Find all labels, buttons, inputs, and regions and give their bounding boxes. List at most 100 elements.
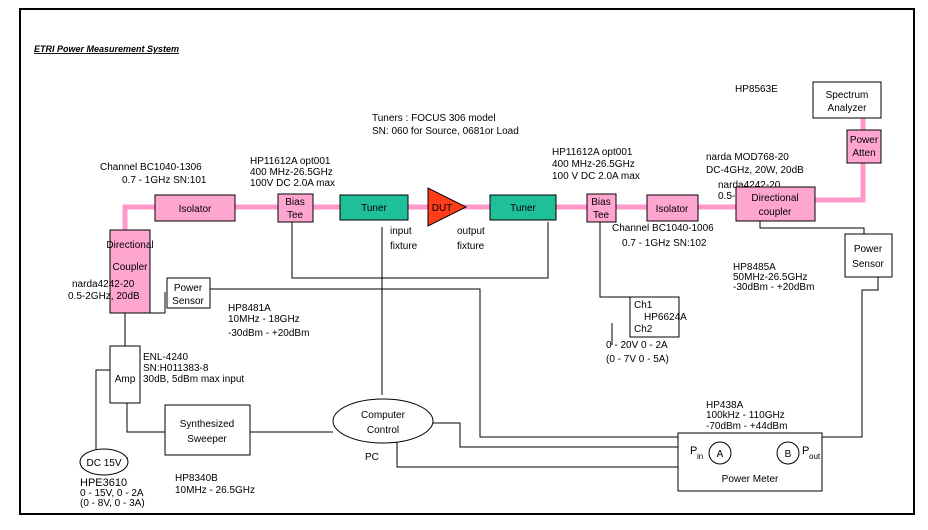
svg-text:Amp: Amp	[115, 374, 136, 385]
tuners-note-line1: Tuners : FOCUS 306 model	[372, 113, 496, 124]
hp438a-line3: -70dBm - +44dBm	[706, 421, 787, 432]
svg-text:Analyzer: Analyzer	[828, 103, 868, 114]
svg-text:coupler: coupler	[759, 207, 792, 218]
isolator-left: Isolator	[154, 194, 236, 222]
hp8340b-line1: HP8340B	[175, 473, 218, 484]
svg-text:A: A	[717, 449, 724, 460]
svg-text:Synthesized: Synthesized	[180, 419, 234, 430]
narda-coupler-left-line2: 0.5-2GHz, 20dB	[68, 291, 140, 302]
ps-range-line2: (0 - 7V 0 - 5A)	[606, 354, 669, 365]
bias-tee2-spec-line1: HP11612A opt001	[552, 147, 633, 158]
svg-text:Tee: Tee	[593, 210, 610, 221]
power-meter: A B P in P out Power Meter	[677, 432, 823, 492]
narda-coupler-right-line1: narda4242-20	[718, 180, 781, 191]
svg-text:Spectrum: Spectrum	[826, 90, 869, 101]
hp8563e-label: HP8563E	[735, 84, 778, 95]
narda-coupler-left-line1: narda4242-20	[72, 279, 135, 290]
tuner-left: Tuner	[339, 194, 409, 221]
hp8481a-line3: -30dBm - +20dBm	[228, 328, 309, 339]
channel-left-line1: Channel BC1040-1306	[100, 162, 202, 173]
spectrum-analyzer: Spectrum Analyzer	[812, 81, 882, 119]
channel-right-line2: 0.7 - 1GHz SN:102	[622, 238, 707, 249]
dut-amplifier: DUT	[427, 187, 468, 227]
directional-coupler-left: Directional Coupler	[106, 229, 154, 314]
amp-spec-line1: ENL-4240	[143, 352, 188, 363]
pc-label: PC	[365, 452, 379, 463]
amp-spec-line2: SN:H011383-8	[143, 363, 209, 374]
power-attenuator: Power Atten	[846, 129, 882, 164]
tuner-right: Tuner	[489, 194, 557, 221]
svg-text:Ch2: Ch2	[634, 324, 653, 335]
svg-text:P: P	[802, 445, 809, 457]
svg-text:Power Meter: Power Meter	[722, 474, 779, 485]
svg-text:Atten: Atten	[852, 148, 875, 159]
svg-text:DUT: DUT	[432, 203, 453, 214]
hpe3610-line2: 0 - 15V, 0 - 2A	[80, 488, 144, 499]
channel-left-line2: 0.7 - 1GHz SN:101	[122, 175, 207, 186]
hp8481a-line2: 10MHz - 18GHz	[228, 314, 300, 325]
svg-text:B: B	[785, 449, 792, 460]
svg-text:Sensor: Sensor	[172, 296, 204, 307]
bias-tee1-spec-line2: 400 MHz-26.5GHz	[250, 167, 333, 178]
narda-atten-line2: DC-4GHz, 20W, 20dB	[706, 165, 804, 176]
hpe3610-line3: (0 - 8V, 0 - 3A)	[80, 498, 145, 509]
isolator-right: Isolator	[646, 194, 699, 222]
hp438a-line1: HP438A	[706, 400, 744, 411]
bias-tee1-spec-line1: HP11612A opt001	[250, 156, 331, 167]
bias-tee-left: Bias Tee	[277, 193, 314, 223]
diagram-title: ETRI Power Measurement System	[34, 44, 179, 54]
tuners-note-line2: SN: 060 for Source, 0681or Load	[372, 126, 519, 137]
output-fixture-line2: fixture	[457, 241, 485, 252]
hp8340b-line2: 10MHz - 26.5GHz	[175, 485, 255, 496]
power-sensor-right: Power Sensor	[844, 233, 893, 278]
hp438a-line2: 100kHz - 110GHz	[706, 410, 785, 421]
synthesized-sweeper: Synthesized Sweeper	[164, 404, 251, 456]
power-supply-hp6624a: Ch1 HP6624A Ch2	[629, 296, 687, 338]
diagram-frame	[19, 8, 915, 515]
svg-text:Coupler: Coupler	[112, 262, 148, 273]
svg-text:Isolator: Isolator	[656, 204, 689, 215]
input-fixture-line1: input	[390, 226, 412, 237]
hp8481a-line1: HP8481A	[228, 303, 271, 314]
bias-tee-right: Bias Tee	[586, 193, 617, 223]
svg-text:Ch1: Ch1	[634, 300, 653, 311]
svg-text:Bias: Bias	[591, 197, 610, 208]
directional-coupler-right: Directional coupler	[735, 186, 816, 222]
svg-text:Tuner: Tuner	[510, 203, 536, 214]
bias-tee1-spec-line3: 100V DC 2.0A max	[250, 178, 335, 189]
svg-text:Tuner: Tuner	[361, 203, 387, 214]
svg-text:Power: Power	[850, 135, 879, 146]
ps-range-line1: 0 - 20V 0 - 2A	[606, 340, 668, 351]
svg-text:Directional: Directional	[751, 193, 798, 204]
bias-tee2-spec-line2: 400 MHz-26.5GHz	[552, 159, 635, 170]
svg-text:Computer: Computer	[361, 410, 406, 421]
output-fixture-line1: output	[457, 226, 485, 237]
svg-text:P: P	[690, 445, 697, 457]
dc-supply: DC 15V	[79, 448, 129, 476]
svg-text:Control: Control	[367, 425, 399, 436]
svg-text:Power: Power	[174, 283, 203, 294]
input-fixture-line2: fixture	[390, 241, 418, 252]
svg-text:Sensor: Sensor	[852, 259, 884, 270]
rf-path	[122, 118, 866, 230]
svg-text:Isolator: Isolator	[179, 204, 212, 215]
narda-atten-line1: narda MOD768-20	[706, 152, 789, 163]
computer-control: Computer Control	[332, 398, 434, 444]
svg-text:DC 15V: DC 15V	[86, 458, 121, 469]
svg-text:Bias: Bias	[285, 197, 304, 208]
bias-tee2-spec-line3: 100 V DC 2.0A max	[552, 171, 640, 182]
amp-spec-line3: 30dB, 5dBm max input	[143, 374, 244, 385]
svg-text:Tee: Tee	[287, 210, 304, 221]
svg-text:Directional: Directional	[106, 240, 153, 251]
power-sensor-left: Power Sensor	[166, 277, 211, 309]
hp8485a-line2: 50MHz-26.5GHz	[733, 272, 807, 283]
svg-text:in: in	[697, 452, 703, 461]
channel-right-line1: Channel BC1040-1006	[612, 223, 714, 234]
hp8485a-line3: -30dBm - +20dBm	[733, 282, 814, 293]
svg-text:HP6624A: HP6624A	[644, 312, 687, 323]
hpe3610-line1: HPE3610	[80, 477, 127, 489]
hp8485a-line1: HP8485A	[733, 262, 776, 273]
svg-text:Power: Power	[854, 244, 883, 255]
svg-text:out: out	[809, 452, 821, 461]
